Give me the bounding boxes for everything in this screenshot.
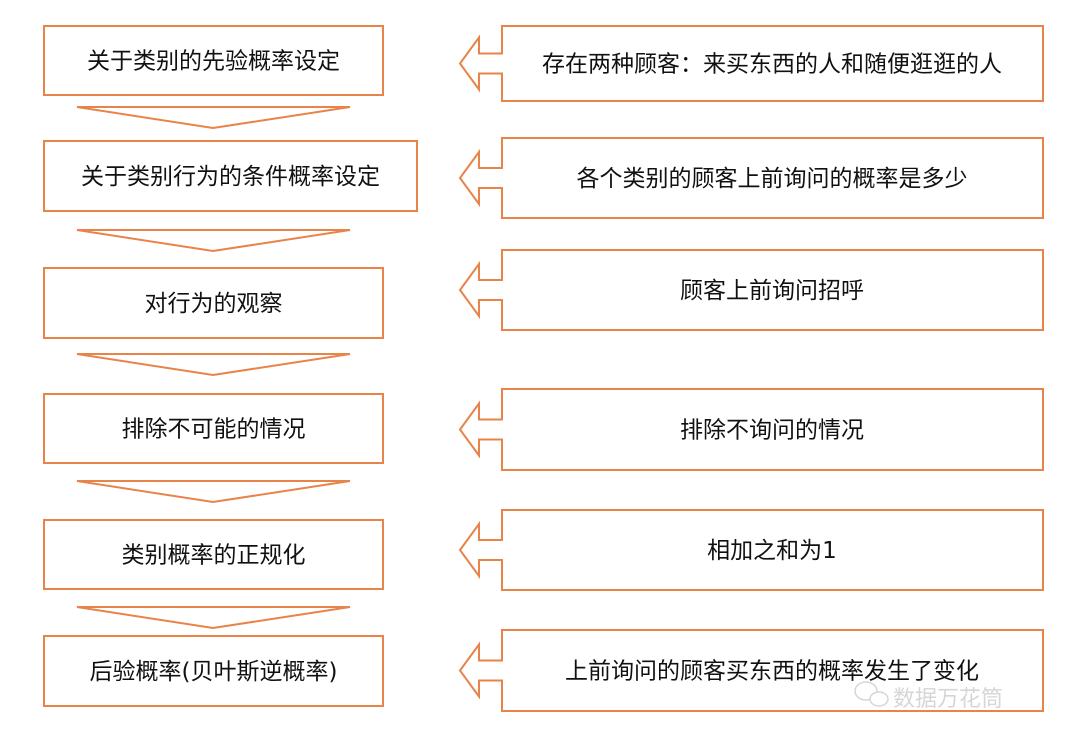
left-arrow-callout-icon [458, 249, 1044, 331]
step-box-border [43, 393, 384, 464]
step-box: 关于类别行为的条件概率设定 [43, 140, 418, 212]
example-callout: 存在两种顾客：来买东西的人和随便逛逛的人 [458, 25, 1044, 102]
step-box: 排除不可能的情况 [43, 393, 384, 464]
example-label: 上前询问的顾客买东西的概率发生了变化 [565, 659, 979, 685]
step-box-border [43, 635, 384, 707]
step-label: 排除不可能的情况 [122, 417, 306, 443]
example-callout: 顾客上前询问招呼 [458, 249, 1044, 331]
step-box-border [43, 519, 384, 590]
down-chevron-arrow-icon [76, 229, 351, 253]
step-box-border [43, 140, 418, 212]
step-label: 后验概率(贝叶斯逆概率) [90, 659, 338, 685]
example-label: 相加之和为1 [707, 538, 837, 564]
step-box-border [43, 267, 384, 339]
left-arrow-callout-icon [458, 629, 1044, 712]
down-chevron-arrow-icon [76, 106, 351, 130]
down-chevron-arrow-icon [76, 353, 351, 377]
example-callout: 排除不询问的情况 [458, 388, 1044, 471]
step-label: 关于类别的先验概率设定 [87, 49, 340, 75]
example-callout: 各个类别的顾客上前询问的概率是多少 [458, 137, 1044, 219]
example-label: 排除不询问的情况 [680, 418, 864, 444]
down-chevron-arrow-icon [76, 606, 351, 630]
example-label: 存在两种顾客：来买东西的人和随便逛逛的人 [542, 52, 1002, 78]
down-chevron-arrow-icon [76, 480, 351, 504]
wechat-icon [854, 681, 878, 701]
step-label: 对行为的观察 [145, 291, 283, 317]
watermark-text: 数据万花筒 [893, 687, 1003, 712]
step-box-border [43, 25, 384, 96]
watermark: 数据万花筒 [854, 681, 1003, 712]
example-label: 各个类别的顾客上前询问的概率是多少 [577, 166, 968, 192]
step-box: 后验概率(贝叶斯逆概率) [43, 635, 384, 707]
step-label: 类别概率的正规化 [122, 543, 306, 569]
step-box: 关于类别的先验概率设定 [43, 25, 384, 96]
left-arrow-callout-icon [458, 388, 1044, 471]
step-box: 类别概率的正规化 [43, 519, 384, 590]
example-label: 顾客上前询问招呼 [680, 278, 864, 304]
step-box: 对行为的观察 [43, 267, 384, 339]
step-label: 关于类别行为的条件概率设定 [81, 164, 380, 190]
left-arrow-callout-icon [458, 25, 1044, 102]
example-callout: 相加之和为1 [458, 509, 1044, 591]
left-arrow-callout-icon [458, 137, 1044, 219]
example-callout: 上前询问的顾客买东西的概率发生了变化 [458, 629, 1044, 712]
left-arrow-callout-icon [458, 509, 1044, 591]
